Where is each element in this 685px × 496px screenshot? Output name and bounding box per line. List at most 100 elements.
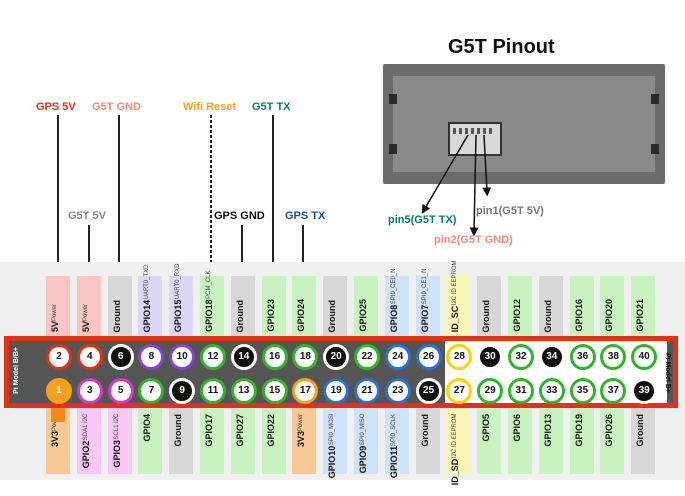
wire-gps-tx [302, 225, 304, 276]
pin-function: SCL1 I2C [113, 414, 120, 441]
pin-label: 5VPower [50, 304, 60, 332]
label-g5t-tx: G5T TX [252, 101, 291, 113]
pin-7: 7 [138, 378, 165, 404]
pin-column-39: Ground [631, 408, 656, 474]
pin-11: 11 [200, 378, 226, 404]
wire-g5t-tx [272, 115, 274, 276]
pin-name: GPIO9 [358, 445, 368, 474]
pin-name: GPIO4 [142, 414, 153, 442]
pin-label: GPIO4 [142, 414, 152, 442]
pin-column-9: Ground [169, 408, 194, 474]
label-gps-gnd: GPS GND [214, 210, 265, 222]
pin-24: 24 [384, 344, 411, 370]
pin-27: 27 [446, 378, 473, 404]
pin-label: Ground [543, 300, 553, 333]
pin-label: GPIO10SPI0_MOSI [327, 414, 337, 478]
model-tag-right: Pi Model B+ [664, 353, 671, 393]
pin-name: GPIO17 [204, 414, 214, 447]
pin-name: GPIO23 [265, 299, 276, 332]
pin-name: 3V3 [50, 431, 60, 448]
pin-name: ID_SC [450, 305, 461, 332]
pin-16: 16 [261, 344, 288, 370]
pin-label: GPIO9SPI0_MISO [358, 414, 368, 473]
pin-name: GPIO26 [604, 414, 615, 447]
pin-name: Ground [234, 299, 245, 333]
label-g5t-gnd: G5T GND [92, 101, 141, 113]
pin-column-2: 5VPower [46, 276, 70, 336]
pin-column-18: GPIO24 [292, 276, 317, 336]
pin-name: GPIO3 [111, 440, 122, 468]
pin-2: 2 [46, 344, 72, 370]
wire-gps-5v [57, 115, 59, 276]
pin-label: GPIO2SDA1 I2C [81, 414, 91, 468]
pin-23: 23 [384, 378, 411, 404]
pin-label: Ground [327, 300, 337, 333]
pin-name: GPIO14 [142, 299, 153, 332]
pin-26: 26 [415, 344, 442, 370]
pin-name: GPIO21 [635, 299, 646, 332]
pin-name: GPIO18 [204, 299, 214, 332]
pin-column-32: GPIO12 [508, 276, 532, 336]
pin-function: SPI0_SCLK [390, 414, 397, 447]
pin-column-12: GPIO18PCM_CLK [200, 271, 224, 336]
pin-name: GPIO22 [265, 414, 276, 447]
label-pin1: pin1(G5T 5V) [476, 205, 544, 217]
pin-label: GPIO23 [266, 299, 276, 332]
pin-name: GPIO10 [327, 445, 338, 479]
pin-34: 34 [538, 344, 565, 370]
pin-name: Ground [419, 414, 430, 447]
label-gps-tx: GPS TX [285, 210, 326, 222]
pin-label: GPIO27 [235, 414, 245, 447]
pin-column-27: ID_SDI2C ID EEPROM [446, 408, 471, 485]
pin-name: GPIO27 [234, 414, 245, 447]
pin-6: 6 [107, 344, 134, 370]
pin-33: 33 [538, 378, 565, 404]
pin-function: Power [82, 303, 89, 321]
pin-name: 5V [50, 320, 60, 332]
wire-wifi-reset [210, 115, 212, 276]
connector-pins [453, 128, 493, 134]
pin-25: 25 [415, 378, 442, 404]
pin-name: GPIO2 [80, 440, 91, 469]
pin-label: GPIO16 [574, 299, 584, 332]
pin-label: 3V3Power [296, 414, 306, 447]
pin-31: 31 [508, 378, 534, 404]
pin-column-15: GPIO22 [261, 408, 286, 474]
pin-column-29: GPIO5 [477, 408, 502, 474]
pin-name: ID_SD [450, 458, 461, 486]
pin-label: GPIO19 [574, 414, 584, 447]
pin-column-7: GPIO4 [138, 408, 163, 474]
pin-function: SPI0_MOSI [329, 414, 336, 446]
pin-label: GPIO8SPI0_CE0_N [389, 269, 399, 332]
pin-4: 4 [76, 344, 103, 370]
pin-name: Ground [327, 299, 338, 333]
pin-label: Ground [481, 300, 491, 333]
label-wifi-reset: Wifi Reset [183, 101, 237, 113]
pin-label: GPIO21 [635, 299, 645, 332]
pin-column-17: 3V3Power [292, 408, 317, 474]
pin-column-33: GPIO13 [538, 408, 563, 474]
pin-label: Ground [112, 300, 122, 333]
pin-label: 5VPower [81, 304, 91, 332]
pin-label: GPIO5 [481, 414, 491, 442]
pin-column-5: GPIO3SCL1 I2C [107, 408, 132, 474]
pin-20: 20 [323, 344, 350, 370]
pin-column-20: Ground [323, 276, 348, 336]
pin-column-11: GPIO17 [200, 408, 224, 474]
pin-label: GPIO13 [543, 414, 553, 447]
pin-name: GPIO13 [542, 414, 553, 447]
pin-label: GPIO22 [266, 414, 276, 447]
sensor-slot [389, 94, 397, 104]
pin-function: PCM_CLK [206, 271, 212, 300]
pin-label: GPIO7SPI0_CE1_N [420, 269, 430, 332]
pin-column-3: GPIO2SDA1 I2C [76, 408, 101, 474]
pin-5: 5 [107, 378, 134, 404]
wire-g5t-5v [88, 225, 90, 276]
wire-gps-gnd [241, 225, 243, 276]
pin-column-10: GPIO15UART0_RXD [169, 264, 194, 336]
pin-label: ID_SDI2C ID EEPROM [450, 414, 460, 485]
pin-37: 37 [600, 378, 627, 404]
pin-label: GPIO6 [512, 414, 522, 442]
pin-10: 10 [169, 344, 196, 370]
pin-label: Ground [235, 300, 245, 333]
